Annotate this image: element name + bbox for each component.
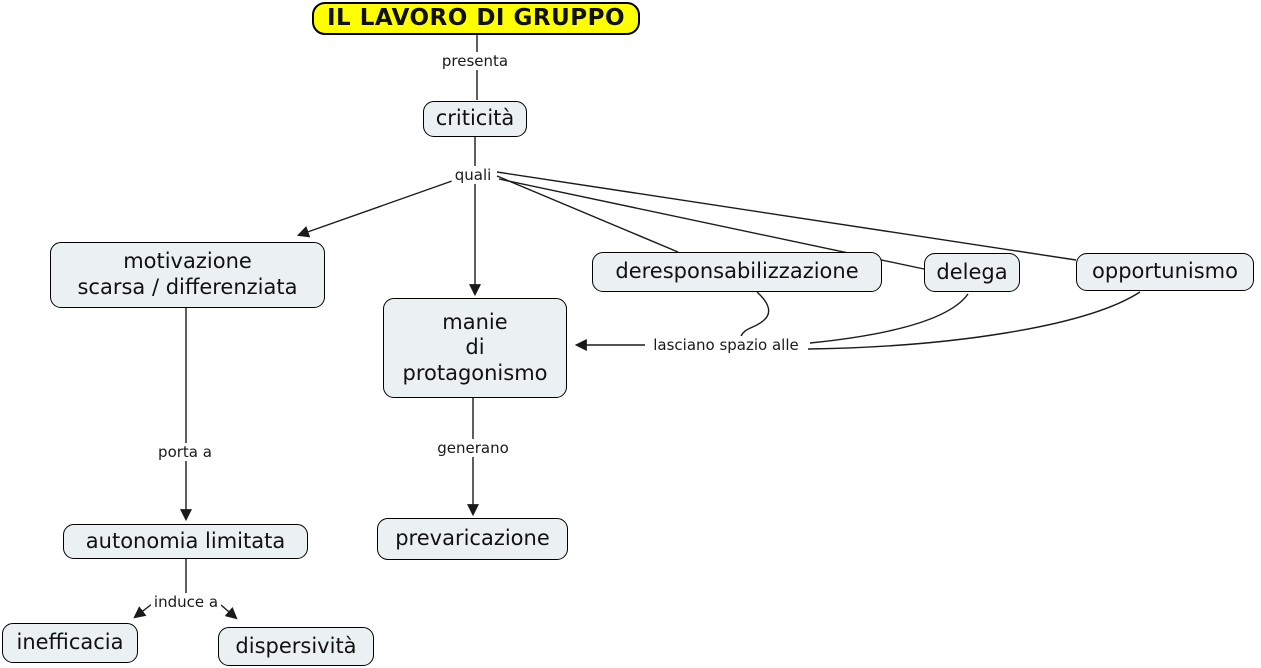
node-dispersivita[interactable]: dispersività bbox=[218, 627, 374, 666]
edge-quali-motivazione bbox=[296, 180, 453, 238]
node-opportunismo[interactable]: opportunismo bbox=[1076, 253, 1254, 291]
edge-opportunismo-lasciano bbox=[807, 291, 1141, 350]
edge-deresponsabilizzazione-lasciano bbox=[740, 291, 770, 337]
edge-delega-lasciano bbox=[809, 293, 969, 344]
node-motivazione-scarsa[interactable]: motivazione scarsa / differenziata bbox=[50, 242, 325, 308]
node-criticita[interactable]: criticità bbox=[423, 101, 527, 137]
link-label-quali: quali bbox=[451, 166, 495, 184]
link-label-porta-a: porta a bbox=[155, 443, 215, 461]
link-label-presenta: presenta bbox=[438, 52, 512, 70]
link-label-induce-a: induce a bbox=[150, 593, 222, 611]
node-prevaricazione[interactable]: prevaricazione bbox=[377, 518, 568, 560]
node-autonomia-limitata[interactable]: autonomia limitata bbox=[63, 524, 308, 559]
edge-induce-inefficacia bbox=[133, 603, 153, 619]
edge-quali-deresponsabilizzazione bbox=[496, 175, 679, 253]
node-il-lavoro-di-gruppo[interactable]: IL LAVORO DI GRUPPO bbox=[312, 2, 640, 35]
node-delega[interactable]: delega bbox=[924, 253, 1020, 292]
node-manie-di-protagonismo[interactable]: manie di protagonismo bbox=[383, 298, 567, 398]
link-label-generano: generano bbox=[434, 439, 512, 457]
link-label-lasciano-spazio-alle: lasciano spazio alle bbox=[650, 336, 802, 354]
node-inefficacia[interactable]: inefficacia bbox=[2, 623, 138, 663]
node-deresponsabilizzazione[interactable]: deresponsabilizzazione bbox=[592, 252, 882, 292]
edge-induce-dispersivita bbox=[220, 604, 238, 620]
edge-quali-opportunismo bbox=[496, 171, 1077, 261]
